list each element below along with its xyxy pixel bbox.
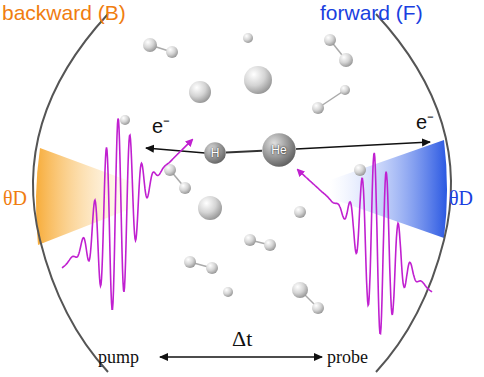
region-label: forward (F) (320, 2, 423, 23)
probe-pulse (298, 153, 432, 334)
electron-trajectory (146, 148, 205, 153)
atom-node: H (204, 142, 226, 164)
atom-symbol: H (211, 146, 220, 160)
electron-label: e⁻ (416, 112, 434, 132)
atom-node: He (262, 133, 296, 167)
region-label: backward (B) (2, 2, 126, 23)
detector-arc (33, 14, 108, 372)
atom-symbol: He (271, 143, 286, 157)
backward-detector-cone (36, 148, 140, 245)
pump-pulse (62, 119, 192, 310)
gas-atoms (120, 33, 366, 314)
molecular-bond (226, 151, 262, 153)
pulse-label: pump (98, 348, 139, 366)
delay-label: Δt (232, 328, 252, 350)
electron-label: e⁻ (152, 116, 170, 136)
delay-arrow (160, 356, 322, 357)
gas-molecules (150, 40, 346, 308)
electron-trajectory (296, 142, 430, 149)
angle-label: θD (3, 188, 27, 208)
angle-label: θD (449, 188, 473, 208)
pulse-label: probe (327, 348, 368, 366)
